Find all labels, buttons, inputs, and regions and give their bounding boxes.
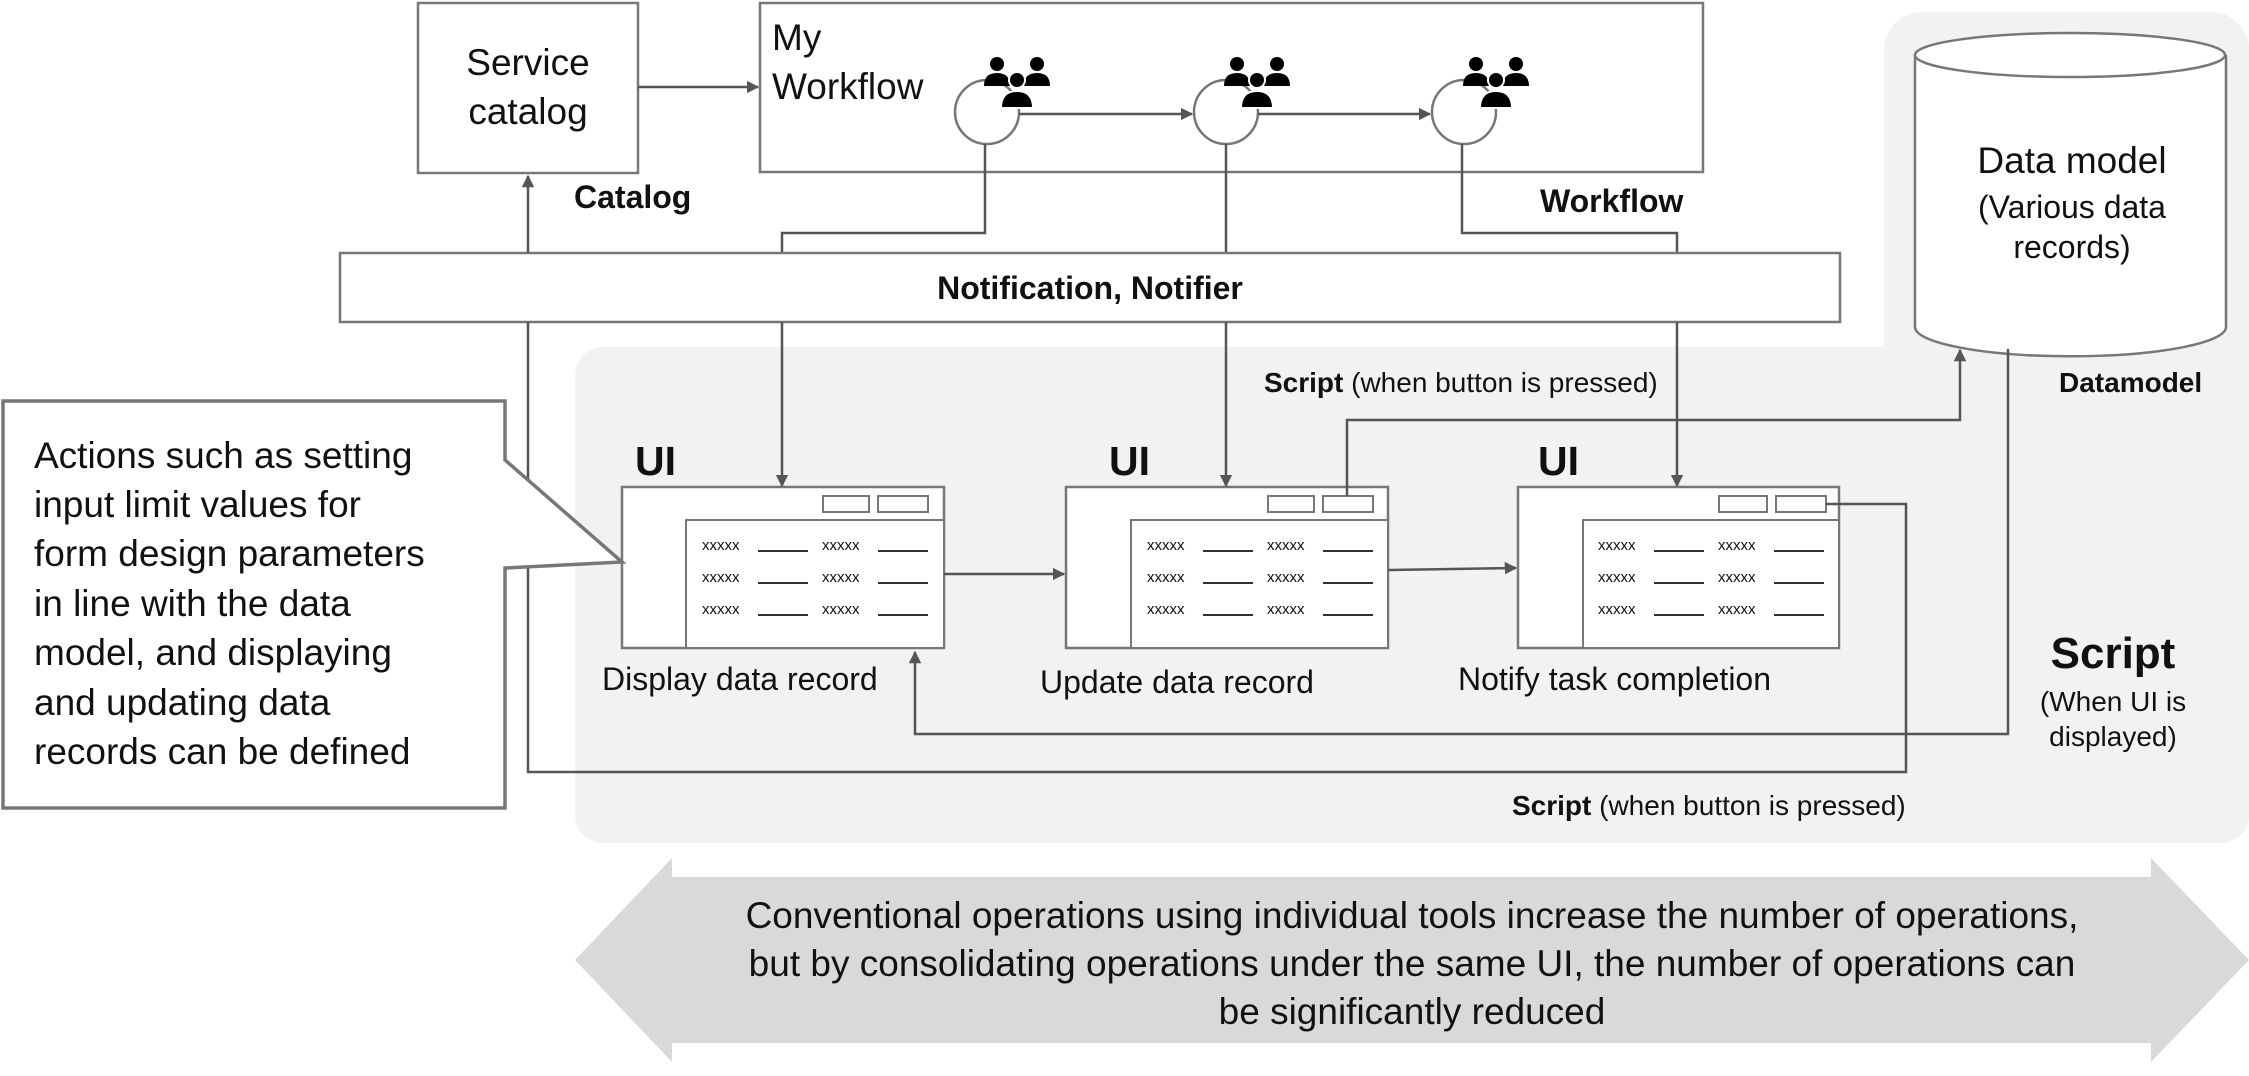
banner-line-2: but by consolidating operations under th…	[749, 943, 2076, 984]
ui-label-3: UI	[1538, 438, 1579, 484]
data-model-sub-1: (Various data	[1978, 189, 2166, 225]
my-workflow-line-2: Workflow	[772, 66, 924, 107]
my-workflow-line-1: My	[772, 17, 822, 58]
script-ui-panel	[575, 347, 2249, 843]
callout-line-5: model, and displaying	[34, 632, 392, 673]
caption-display-data-record: Display data record	[602, 661, 878, 697]
workflow-label: Workflow	[1540, 183, 1684, 219]
script-update-to-datamodel-arrow	[1345, 348, 1967, 496]
workflow-node-3	[1430, 78, 1498, 146]
workflow-node-1	[953, 78, 1021, 146]
script-bottom-label: Script (when button is pressed)	[1512, 790, 1906, 821]
script-notify-loop-line	[526, 322, 1908, 774]
ui-window-notify: xxxxx xxxxx xxxxx xxxxx xxxxx xxxxx	[1516, 485, 1841, 650]
svg-text:xxxxx: xxxxx	[1718, 537, 1756, 554]
catalog-label: Catalog	[574, 179, 691, 215]
callout-line-3: form design parameters	[34, 533, 425, 574]
svg-text:xxxxx: xxxxx	[702, 569, 740, 586]
callout-line-4: in line with the data	[34, 583, 351, 624]
callout-line-7: records can be defined	[34, 731, 410, 772]
data-model-cylinder-top	[1913, 31, 2227, 79]
data-model-sub-2: records)	[2013, 229, 2130, 265]
svg-text:xxxxx: xxxxx	[1598, 601, 1636, 618]
svg-text:xxxxx: xxxxx	[1598, 569, 1636, 586]
svg-text:xxxxx: xxxxx	[702, 601, 740, 618]
node-3-connector	[1460, 144, 1679, 253]
banner-line-3: be significantly reduced	[1219, 991, 1606, 1032]
workflow-node-2	[1192, 78, 1260, 146]
script-right-line-2: displayed)	[2049, 721, 2177, 752]
ui-window-update: xxxxx xxxxx xxxxx xxxxx xxxxx xxxxx	[1064, 485, 1390, 650]
callout-line-6: and updating data	[34, 682, 331, 723]
callout-box	[1, 399, 627, 810]
node-1-connector	[780, 144, 987, 253]
svg-text:xxxxx: xxxxx	[1147, 569, 1185, 586]
ui-label-1: UI	[635, 438, 676, 484]
service-catalog-line-1: Service	[466, 42, 589, 83]
ui-label-2: UI	[1109, 438, 1150, 484]
svg-text:xxxxx: xxxxx	[702, 537, 740, 554]
service-catalog-line-2: catalog	[468, 91, 587, 132]
svg-text:xxxxx: xxxxx	[1718, 569, 1756, 586]
notification-bar	[338, 251, 1842, 324]
svg-text:xxxxx: xxxxx	[822, 601, 860, 618]
datamodel-label: Datamodel	[2059, 367, 2202, 398]
ui-window-display: xxxxx xxxxx xxxxx xxxxx xxxxx xxxxx	[620, 485, 946, 650]
script-top-label: Script (when button is pressed)	[1264, 367, 1658, 398]
svg-text:xxxxx: xxxxx	[822, 537, 860, 554]
banner-line-1: Conventional operations using individual…	[746, 895, 2079, 936]
svg-text:xxxxx: xxxxx	[1147, 537, 1185, 554]
svg-text:xxxxx: xxxxx	[1267, 601, 1305, 618]
script-right-title: Script	[2051, 629, 2176, 678]
callout-line-2: input limit values for	[34, 484, 361, 525]
svg-text:xxxxx: xxxxx	[1718, 601, 1756, 618]
svg-text:xxxxx: xxxxx	[1598, 537, 1636, 554]
ui-2-to-ui-3-arrow	[1387, 561, 1518, 575]
script-display-from-datamodel-arrow	[908, 349, 2010, 736]
svg-text:xxxxx: xxxxx	[1267, 537, 1305, 554]
svg-text:xxxxx: xxxxx	[1267, 569, 1305, 586]
script-right-line-1: (When UI is	[2040, 686, 2186, 717]
data-model-title: Data model	[1977, 140, 2166, 181]
caption-update-data-record: Update data record	[1040, 664, 1314, 700]
service-catalog-box	[416, 1, 640, 175]
svg-text:xxxxx: xxxxx	[1147, 601, 1185, 618]
notification-bar-label: Notification, Notifier	[937, 270, 1243, 306]
data-model-cylinder	[1913, 55, 2228, 358]
consolidation-banner-arrow	[575, 858, 2249, 1062]
callout-line-1: Actions such as setting	[34, 435, 412, 476]
caption-notify-task-completion: Notify task completion	[1458, 661, 1771, 697]
svg-text:xxxxx: xxxxx	[822, 569, 860, 586]
